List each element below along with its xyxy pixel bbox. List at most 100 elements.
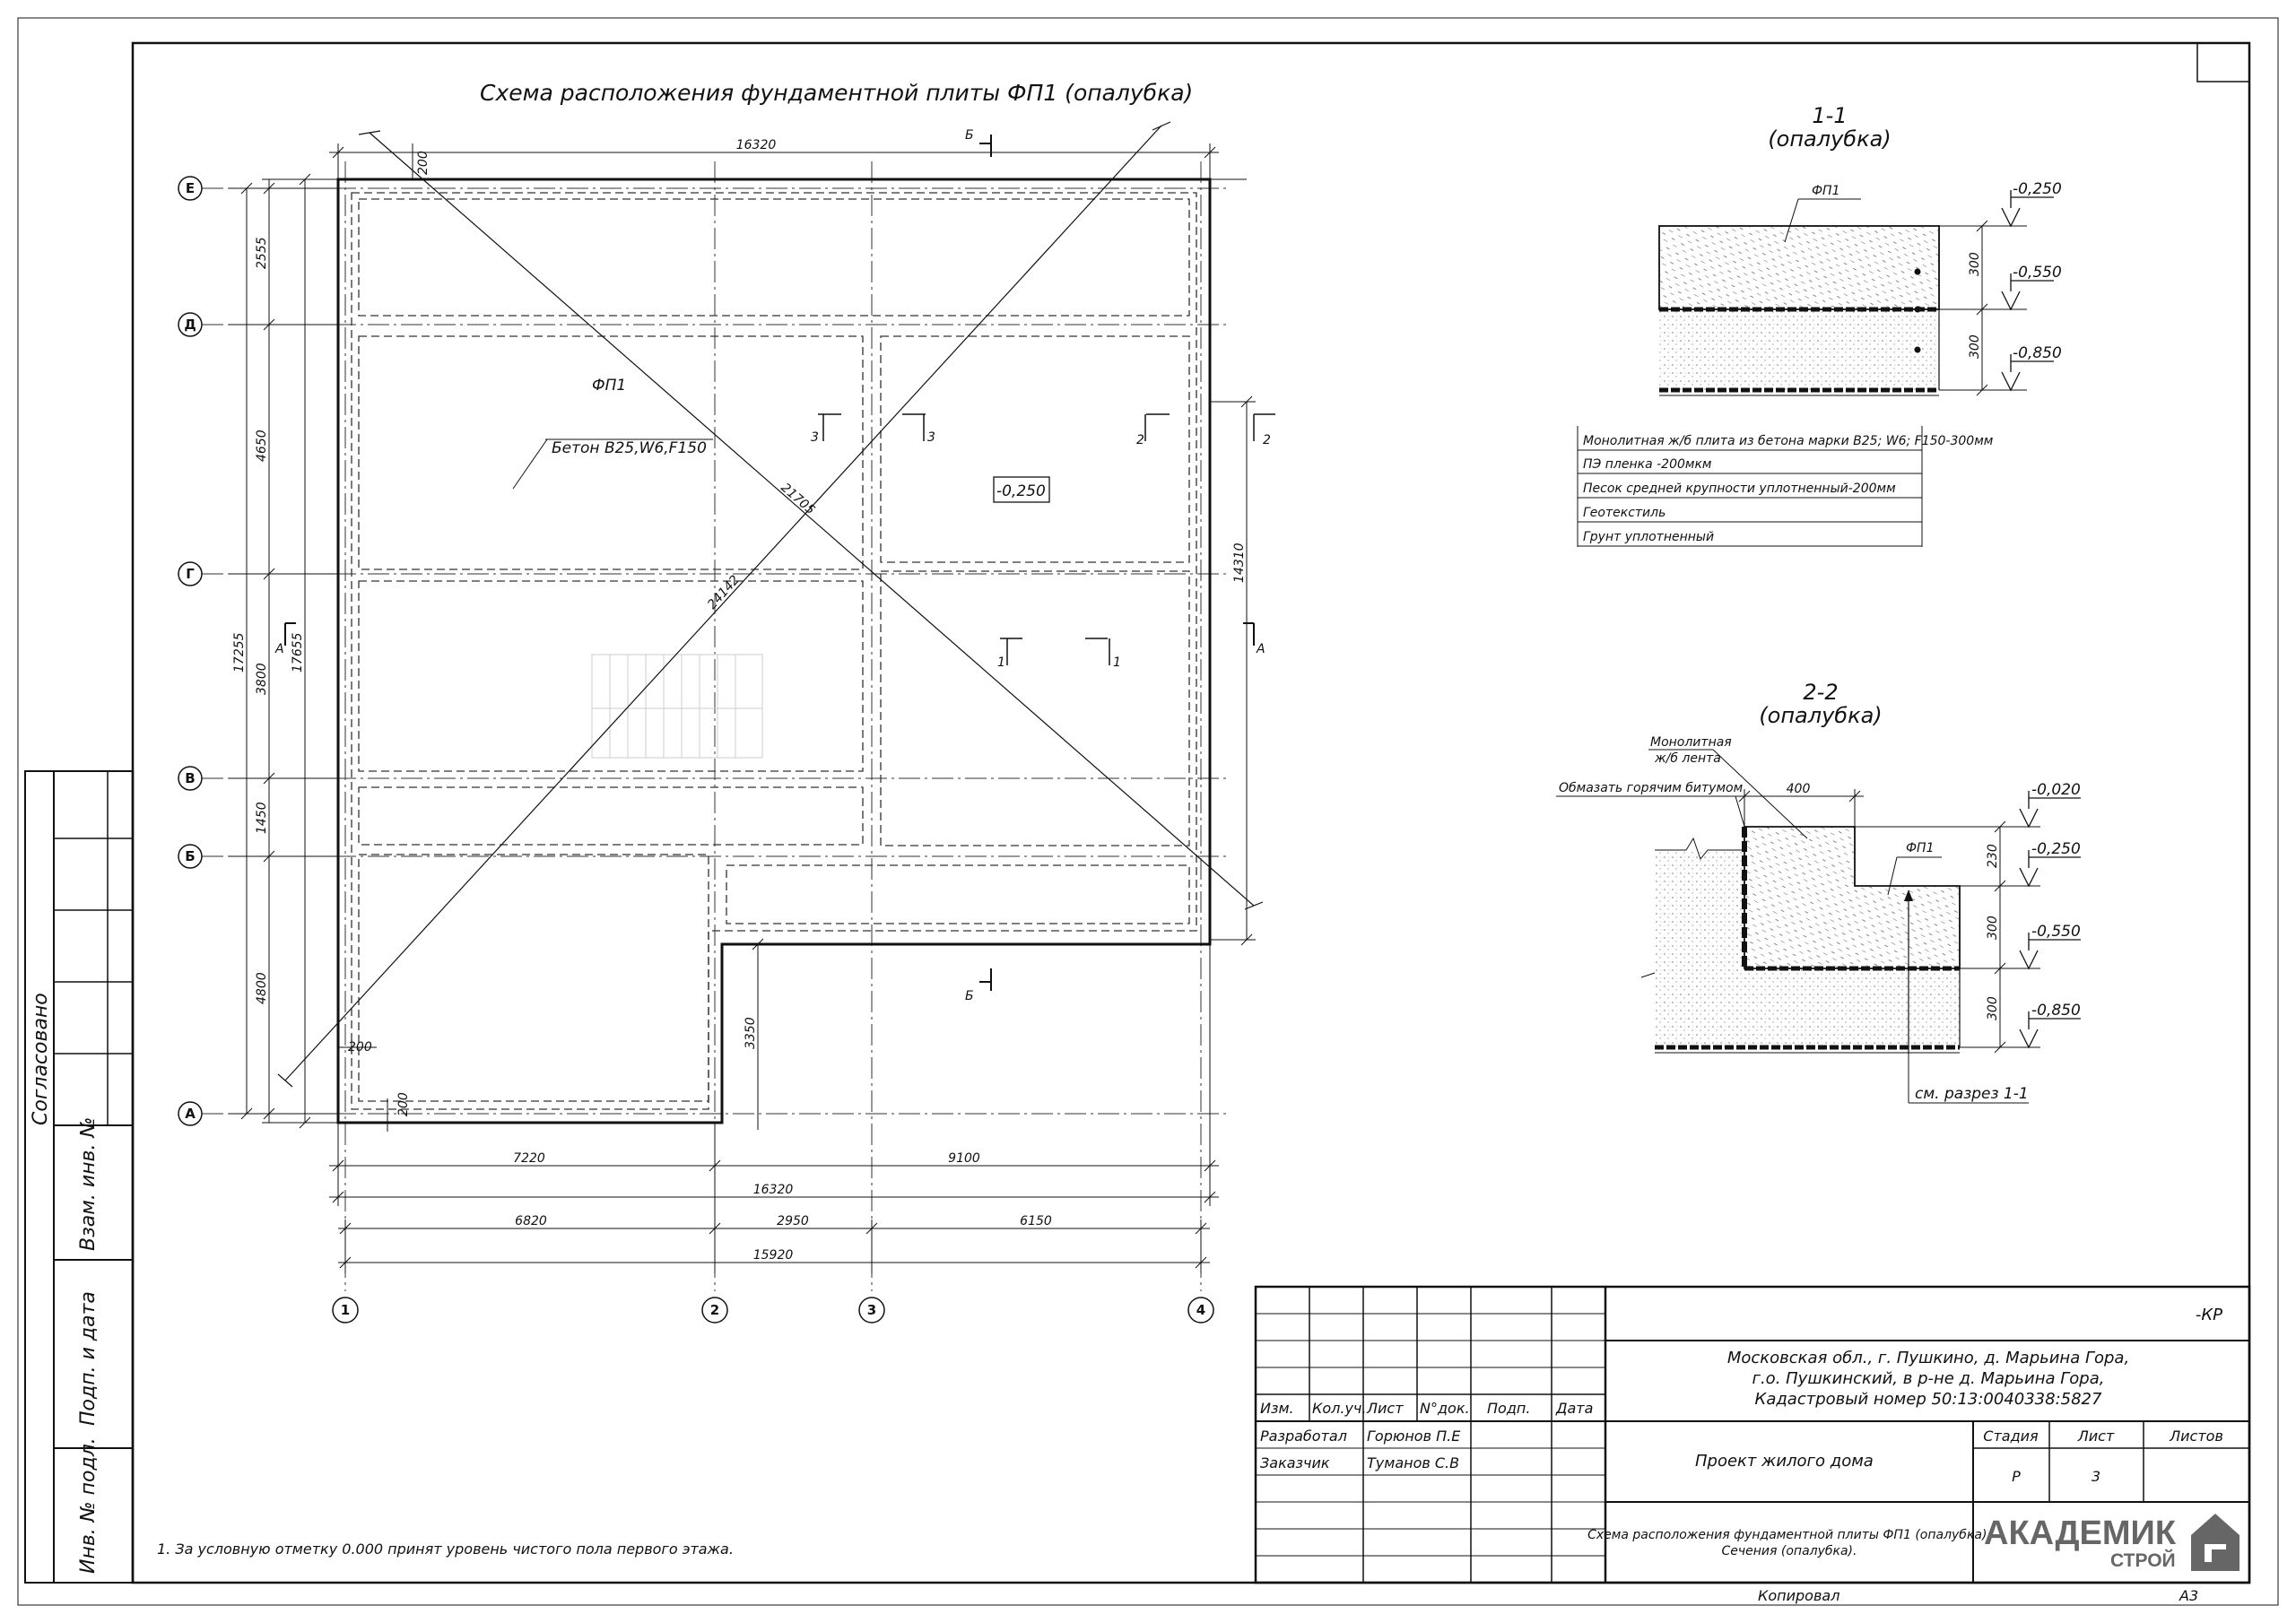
grid-col-3: 3: [867, 1302, 876, 1318]
bottom-dim-c: 6150: [1020, 1214, 1052, 1228]
sec11-slab: [1658, 225, 1940, 310]
sec22-level-1: -0,020: [2031, 781, 2081, 799]
cut-2-a: 2: [1136, 433, 1144, 447]
section-a-right: А: [1256, 642, 1265, 656]
tb-sheet-h: Лист: [2077, 1428, 2115, 1445]
slab-label: ФП1: [592, 377, 626, 395]
bottom-total-2: 15920: [753, 1248, 794, 1263]
logo-text-main: АКАДЕМИК: [1984, 1515, 2177, 1552]
tb-sheets-h: Листов: [2169, 1428, 2223, 1445]
slab-outline: [336, 178, 1212, 1124]
sec22-dim-1: 230: [1986, 844, 2000, 868]
sec22-top-dim: [1735, 789, 1864, 827]
logo-house-icon: [2191, 1514, 2239, 1571]
sec22-belt-1: Монолитная: [1650, 735, 1732, 750]
bottom-dim-2-4: 9100: [948, 1151, 980, 1166]
cut-markers: [818, 413, 1275, 665]
title-block: [1254, 1285, 2251, 1584]
tb-h-date: Дата: [1555, 1400, 1593, 1417]
sec22-ref: см. разрез 1-1: [1915, 1085, 2029, 1103]
sec22-soil-break: [1655, 837, 1744, 861]
tb-address-1: Московская обл., г. Пушкино, д. Марьина …: [1727, 1349, 2129, 1367]
sec11-legend-5: Грунт уплотненный: [1583, 530, 1714, 544]
tb-address-2: г.о. Пушкинский, в р-не д. Марьина Гора,: [1752, 1369, 2105, 1388]
sec11-legend-1: Монолитная ж/б плита из бетона марки В25…: [1583, 434, 1994, 448]
sec11-slab-label: ФП1: [1812, 184, 1840, 198]
sec22-belt-leader-2: [1712, 749, 1808, 839]
sec22-width-dim: 400: [1787, 782, 1811, 796]
diag-dim-2: 24142: [705, 573, 743, 612]
level-mark: -0,250: [996, 482, 1046, 500]
grid-row-e: Е: [186, 180, 195, 196]
stair-ghost: [591, 654, 763, 759]
sec22-level-2: -0,250: [2031, 840, 2081, 858]
left-dim-lines: [229, 173, 338, 1129]
sec22-right-dims: [1855, 820, 2040, 1054]
section-b-top: Б: [965, 128, 974, 143]
tb-stage: Р: [2012, 1468, 2021, 1485]
grid-col-4: 4: [1196, 1302, 1205, 1318]
side-inv-orig: Инв. № подл.: [77, 1437, 100, 1574]
cut-2-b: 2: [1263, 433, 1271, 447]
tb-h-izm: Изм.: [1260, 1400, 1294, 1417]
tb-copied: Копировал: [1758, 1587, 1839, 1604]
sec22-subtitle: (опалубка): [1759, 703, 1882, 728]
bottom-dim-a: 6820: [515, 1214, 547, 1228]
left-total-1: 17255: [232, 632, 247, 673]
sec22-bitumen-label: Обмазать горячим битумом: [1559, 781, 1744, 795]
right-dim: 14310: [1232, 542, 1247, 583]
foundation-plan: Схема расположения фундаментной плиты ФП…: [178, 80, 1275, 1324]
inner-dim-lines: [722, 938, 767, 1130]
bottom-dim-b: 2950: [777, 1214, 809, 1228]
grid-row-b: Б: [185, 848, 195, 864]
sec11-title: 1-1: [1812, 103, 1847, 128]
bottom-dim-lines: [329, 944, 1219, 1273]
tb-h-kol: Кол.уч.: [1312, 1400, 1366, 1417]
sec11-legend-2: ПЭ пленка -200мкм: [1583, 457, 1712, 472]
plan-title: Схема расположения фундаментной плиты ФП…: [480, 80, 1193, 106]
tb-h-list: Лист: [1366, 1400, 1404, 1417]
sec11-level-1: -0,250: [2013, 180, 2062, 198]
bottom-dim-1-2: 7220: [513, 1151, 545, 1166]
sec22-level-marks: [2019, 791, 2081, 1049]
grid-row-v: В: [185, 770, 195, 786]
left-dim-v-b: 1450: [255, 802, 269, 834]
sec11-level-marks: [2001, 190, 2054, 392]
diag-dim-1: 21705: [778, 481, 817, 517]
tb-code: -КР: [2196, 1306, 2222, 1324]
section-a-markers: [284, 622, 1255, 646]
sec11-level-2: -0,550: [2013, 264, 2062, 282]
grid-col-1: 1: [341, 1302, 350, 1318]
bottom-total-1: 16320: [753, 1183, 794, 1197]
section-b-bottom: Б: [965, 989, 974, 1003]
sec22-title: 2-2: [1803, 680, 1838, 705]
diagonals: [277, 121, 1264, 1088]
sec22-sand: [1744, 968, 1960, 1047]
sec22-dim-2: 300: [1986, 916, 2000, 940]
slab-leader: [512, 438, 548, 490]
cut-1-a: 1: [997, 655, 1005, 670]
level-box: [993, 476, 1050, 503]
slab-concrete: Бетон В25,W6,F150: [552, 439, 707, 457]
corner-dim-lines: [338, 1040, 388, 1132]
sec22-bitumen-leader-2: [1735, 795, 1746, 830]
side-sign-date: Подп. и дата: [77, 1291, 100, 1426]
cut-3-b: 3: [927, 430, 935, 445]
grid-row-a: А: [185, 1106, 196, 1122]
left-dim-b-a: 4800: [255, 972, 269, 1004]
top-small-dim: 200: [416, 151, 430, 175]
grid-row-g: Г: [186, 566, 195, 582]
top-dim-lines: [329, 143, 1219, 179]
tb-role-2: Заказчик: [1260, 1454, 1330, 1471]
tb-name-1: Горюнов П.Е: [1367, 1428, 1461, 1445]
tb-sheet-title-2: Сечения (опалубка).: [1722, 1544, 1857, 1558]
sec22-dim-3: 300: [1986, 996, 2000, 1020]
sec22-slab-leader: [1887, 856, 1898, 896]
grid-row-bubbles: [178, 176, 203, 1126]
sec22-belt-2: ж/б лента: [1654, 751, 1721, 766]
sec11-label-line: [1784, 198, 1799, 243]
tb-role-1: Разработал: [1260, 1428, 1347, 1445]
tb-stage-h: Стадия: [1983, 1428, 2039, 1445]
sec11-legend-4: Геотекстиль: [1583, 506, 1665, 520]
